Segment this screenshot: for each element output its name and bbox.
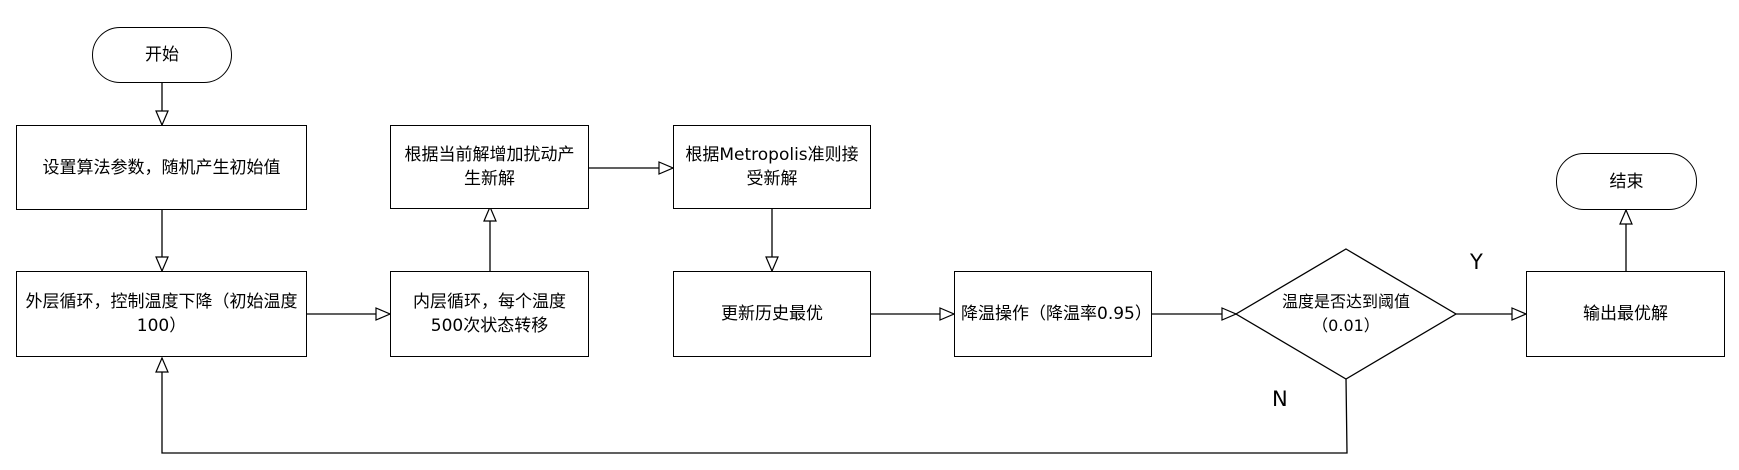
node-threshold-check-shape: [1234, 248, 1458, 380]
no-label: N: [1272, 387, 1288, 411]
output-node: 输出最优解: [1526, 271, 1725, 357]
inner-loop-node: 内层循环，每个温度500次状态转移: [390, 271, 589, 357]
end-node: 结束: [1556, 153, 1697, 210]
init-node: 设置算法参数，随机产生初始值: [16, 125, 307, 210]
yes-label: Y: [1470, 250, 1483, 274]
outer-loop-node: 外层循环，控制温度下降（初始温度100）: [16, 271, 307, 357]
edge-check-no-loop: [162, 358, 1348, 454]
perturb-node: 根据当前解增加扰动产生新解: [390, 125, 589, 209]
threshold-check-label: 温度是否达到阈值（0.01）: [1281, 292, 1410, 335]
accept-node: 根据Metropolis准则接受新解: [673, 125, 871, 209]
update-best-node: 更新历史最优: [673, 271, 871, 357]
cooling-node: 降温操作（降温率0.95）: [954, 271, 1152, 357]
start-node: 开始: [92, 27, 232, 83]
